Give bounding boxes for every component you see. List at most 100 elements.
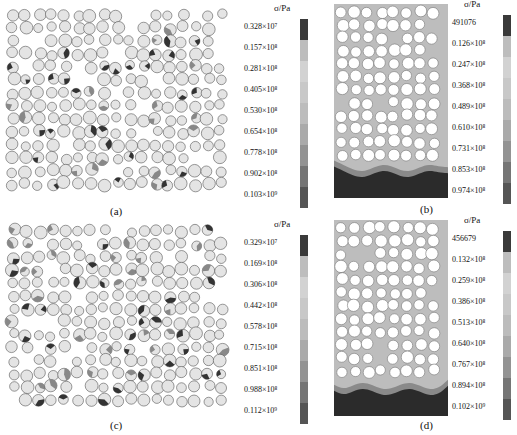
pore bbox=[375, 149, 386, 160]
particle bbox=[137, 356, 147, 366]
pore bbox=[387, 354, 398, 365]
particle bbox=[150, 21, 161, 32]
particle bbox=[59, 340, 71, 352]
legend-swatch bbox=[300, 187, 308, 208]
particle bbox=[48, 102, 57, 111]
stress-patch bbox=[103, 244, 109, 250]
pore bbox=[401, 313, 413, 325]
pore bbox=[401, 70, 411, 80]
particle bbox=[60, 328, 70, 338]
particle bbox=[204, 240, 216, 252]
particle bbox=[200, 113, 213, 126]
pore bbox=[337, 367, 347, 377]
particle bbox=[21, 75, 30, 84]
particle bbox=[45, 344, 56, 355]
particle bbox=[138, 22, 150, 34]
particle bbox=[201, 64, 212, 75]
stress-patch bbox=[41, 306, 47, 313]
particle bbox=[32, 112, 45, 125]
stress-patch bbox=[129, 152, 134, 159]
particle bbox=[176, 357, 187, 368]
pore bbox=[363, 353, 373, 363]
legend-value: 491076 bbox=[452, 19, 476, 27]
particle bbox=[113, 155, 122, 164]
particle bbox=[177, 277, 188, 288]
panel-label: (a) bbox=[110, 206, 122, 217]
particle bbox=[138, 139, 150, 151]
particle bbox=[189, 35, 200, 46]
legend-swatch bbox=[503, 357, 511, 378]
particle bbox=[190, 368, 202, 380]
pore bbox=[429, 84, 440, 95]
particle bbox=[10, 304, 19, 313]
particle bbox=[9, 223, 21, 235]
particle bbox=[216, 177, 226, 187]
pore bbox=[416, 339, 428, 351]
particle bbox=[45, 379, 57, 391]
particle bbox=[19, 46, 32, 59]
particle bbox=[125, 46, 138, 59]
particle bbox=[205, 73, 215, 83]
pore bbox=[348, 288, 360, 300]
particle bbox=[163, 11, 172, 20]
particle bbox=[100, 279, 109, 288]
pore bbox=[387, 6, 399, 18]
particle bbox=[166, 165, 176, 175]
stress-patch bbox=[35, 399, 44, 406]
particle bbox=[204, 397, 213, 406]
particle bbox=[58, 368, 71, 381]
pore bbox=[362, 313, 374, 325]
panel-label: (b) bbox=[420, 204, 433, 215]
legend-swatch bbox=[503, 231, 511, 252]
particle bbox=[6, 341, 18, 353]
stress-patch bbox=[105, 139, 111, 150]
legend-value: 0.974×10⁸ bbox=[452, 187, 485, 195]
particle bbox=[179, 154, 188, 163]
particle bbox=[9, 357, 19, 367]
legend-value: 0.853×10⁸ bbox=[452, 166, 485, 174]
pore bbox=[349, 315, 359, 325]
particle bbox=[218, 9, 227, 18]
pore bbox=[348, 353, 359, 364]
legend-value: 0.157×10⁸ bbox=[244, 44, 277, 52]
legend-value: 0.259×10⁸ bbox=[452, 277, 485, 285]
particle bbox=[112, 113, 121, 122]
particle bbox=[110, 263, 122, 275]
particle bbox=[98, 303, 107, 312]
particle bbox=[204, 317, 214, 327]
particle bbox=[162, 343, 174, 355]
particle bbox=[21, 381, 34, 394]
particle bbox=[162, 380, 174, 392]
pore bbox=[348, 325, 360, 337]
particle bbox=[113, 21, 125, 33]
legend-swatch bbox=[503, 336, 511, 357]
pore bbox=[387, 261, 399, 273]
pore bbox=[335, 339, 347, 351]
pore bbox=[414, 138, 425, 149]
particle bbox=[99, 383, 108, 392]
particle bbox=[86, 304, 96, 314]
pore bbox=[426, 223, 438, 235]
legend-value: 0.132×10⁸ bbox=[452, 256, 485, 264]
pore bbox=[338, 45, 350, 57]
particle bbox=[113, 396, 124, 407]
pore bbox=[374, 57, 386, 69]
pore bbox=[335, 111, 346, 122]
pore bbox=[415, 73, 425, 83]
pore bbox=[429, 341, 440, 352]
particle bbox=[6, 180, 17, 191]
particle bbox=[174, 177, 187, 190]
particle bbox=[20, 111, 32, 123]
legend-value: 0.610×10⁸ bbox=[452, 124, 485, 132]
pore bbox=[377, 7, 388, 18]
stress-patch bbox=[32, 268, 37, 275]
particle bbox=[164, 370, 175, 381]
stress-patch bbox=[149, 118, 155, 124]
particle bbox=[152, 356, 164, 368]
pore bbox=[362, 326, 372, 336]
stress-patch bbox=[72, 88, 81, 93]
legend-value: 0.126×10⁸ bbox=[452, 40, 485, 48]
legend-value: 0.169×10⁸ bbox=[244, 260, 277, 268]
legend-value: 0.513×10⁸ bbox=[452, 319, 485, 327]
particle bbox=[87, 367, 98, 378]
